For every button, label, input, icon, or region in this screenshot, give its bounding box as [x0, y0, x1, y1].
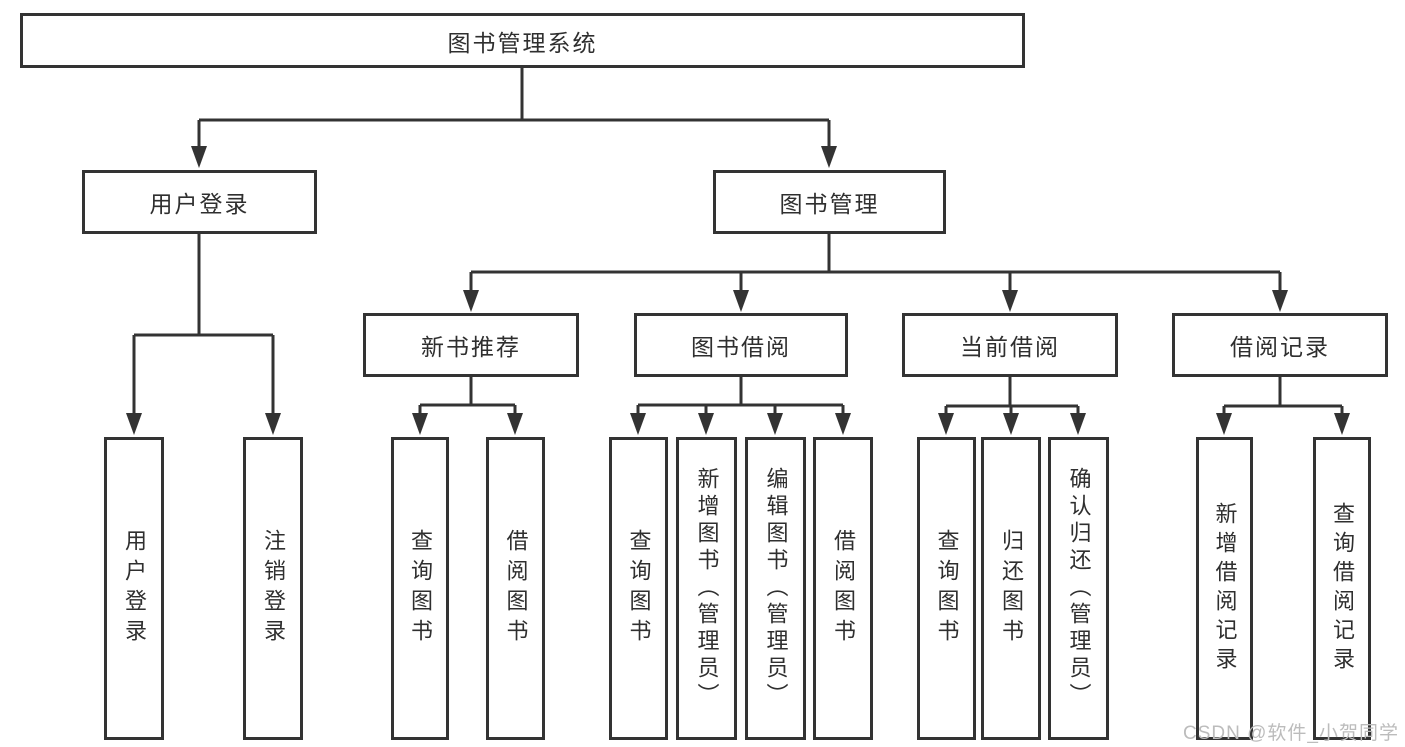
leaf-edit-books-admin: 编辑图书（管理员） [745, 437, 806, 740]
node-book-management: 图书管理 [713, 170, 946, 234]
node-borrowing-records: 借阅记录 [1172, 313, 1388, 377]
leaf-add-books-admin: 新增图书（管理员） [676, 437, 737, 740]
node-new-book-recommendation: 新书推荐 [363, 313, 579, 377]
leaf-borrow-books-1: 借阅图书 [486, 437, 545, 740]
leaf-return-books: 归还图书 [981, 437, 1041, 740]
leaf-query-books-3: 查询图书 [917, 437, 976, 740]
leaf-query-borrow-record: 查询借阅记录 [1313, 437, 1371, 740]
leaf-query-books-1: 查询图书 [391, 437, 449, 740]
node-library-management-system: 图书管理系统 [20, 13, 1025, 68]
leaf-borrow-books-2: 借阅图书 [813, 437, 873, 740]
leaf-logout: 注销登录 [243, 437, 303, 740]
watermark: CSDN @软件_小贺同学 [1183, 723, 1399, 744]
node-user-login: 用户登录 [82, 170, 317, 234]
leaf-user-login: 用户登录 [104, 437, 164, 740]
node-book-borrowing: 图书借阅 [634, 313, 848, 377]
leaf-add-borrow-record: 新增借阅记录 [1196, 437, 1253, 740]
node-current-borrowing: 当前借阅 [902, 313, 1118, 377]
leaf-confirm-return-admin: 确认归还（管理员） [1048, 437, 1109, 740]
leaf-query-books-2: 查询图书 [609, 437, 668, 740]
